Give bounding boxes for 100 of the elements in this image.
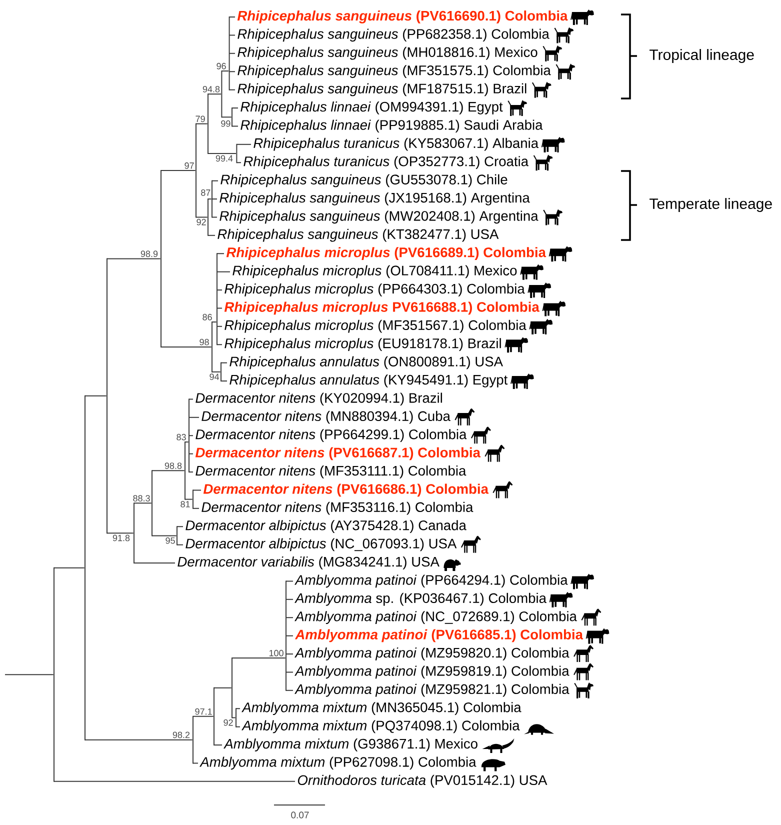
branch-line bbox=[134, 562, 176, 564]
branch-line bbox=[192, 716, 214, 717]
taxon-label: Rhipicephalus microplus (MF351567.1) Colombia bbox=[224, 320, 526, 333]
branch-line bbox=[212, 216, 218, 218]
branch-line bbox=[286, 635, 294, 636]
taxon-label: Rhipicephalus microplus (PP664303.1) Colombia bbox=[224, 284, 525, 296]
taxon-label: Dermacentor albipictus (NC_067093.1) USA bbox=[186, 538, 457, 552]
branch-line bbox=[152, 535, 177, 536]
branch-line bbox=[106, 532, 134, 534]
branch-line bbox=[192, 508, 200, 509]
taxon-label: Amblyomma mixtum (PQ374098.1) Colombia bbox=[242, 720, 520, 734]
branch-line bbox=[212, 371, 221, 372]
branch-line bbox=[214, 744, 222, 746]
taxon-label: Rhipicephalus annulatus (KY945491.1) Egypt bbox=[230, 374, 508, 388]
branch-line bbox=[221, 70, 230, 72]
support-value: 95 bbox=[166, 537, 175, 544]
branch-line bbox=[84, 739, 193, 740]
branch-line bbox=[196, 123, 208, 124]
branch-line bbox=[286, 672, 294, 673]
taxon-label: Dermacentor nitens (MF353111.1) Colombia bbox=[196, 466, 466, 478]
support-value: 98.8 bbox=[164, 462, 182, 469]
support-value: 97.1 bbox=[195, 708, 212, 715]
taxon-label: Rhipicephalus microplus (EU918178.1) Brazil bbox=[224, 338, 501, 351]
taxon-label: Rhipicephalus sanguineus (MF351575.1) Colombia bbox=[238, 65, 551, 78]
taxon-label: Rhipicephalus turanicus (KY583067.1) Albania bbox=[254, 138, 539, 151]
support-value: 87 bbox=[201, 189, 210, 196]
branch-line bbox=[286, 690, 294, 691]
taxon-label: Rhipicephalus sanguineus (PP682358.1) Colombia bbox=[238, 28, 550, 42]
branch-line bbox=[208, 234, 216, 236]
taxon-label: Rhipicephalus sanguineus (MH018816.1) Mexico bbox=[238, 46, 538, 60]
branch-line bbox=[188, 416, 200, 418]
branch-line bbox=[236, 162, 242, 164]
support-value: 92 bbox=[196, 218, 206, 226]
taxon-label: Rhipicephalus sanguineus (MW202408.1) Argentina bbox=[220, 210, 538, 224]
lineage-label: Tropical lineage bbox=[650, 49, 754, 63]
taxon-label: Rhipicephalus sanguineus (PV616690.1) Colombia bbox=[237, 10, 568, 24]
support-value: 86 bbox=[202, 314, 212, 320]
taxon-label: Dermacentor variabilis (MG834241.1) USA bbox=[178, 556, 440, 570]
branch-line bbox=[216, 344, 222, 346]
taxon-label: Dermacentor nitens (PP664299.1) Colombia bbox=[196, 429, 467, 442]
taxon-label: Amblyomma mixtum (G938671.1) Mexico bbox=[224, 738, 478, 752]
support-value: 98.9 bbox=[140, 250, 158, 258]
taxon-label: Amblyomma patinoi (PV616685.1) Colombia bbox=[294, 629, 584, 642]
taxon-label: Dermacentor nitens (PV616687.1) Colombia bbox=[195, 447, 481, 460]
taxon-label: Rhipicephalus turanicus (OP352773.1) Croatia bbox=[244, 156, 529, 169]
taxon-label: Amblyomma patinoi (PP664294.1) Colombia bbox=[294, 574, 568, 588]
taxon-label: Amblyomma patinoi (MZ959820.1) Colombia bbox=[294, 648, 570, 660]
taxon-label: Amblyomma patinoi (MZ959819.1) Colombia bbox=[294, 666, 570, 679]
taxon-label: Amblyomma mixtum (MN365045.1) Colombia bbox=[242, 702, 522, 715]
branch-line bbox=[228, 34, 236, 36]
branch-line bbox=[221, 116, 232, 118]
branch-line bbox=[220, 362, 228, 364]
support-value: 91.8 bbox=[112, 534, 130, 542]
taxon-label: Dermacentor nitens (MN880394.1) Cuba bbox=[202, 410, 450, 424]
branch-line bbox=[106, 258, 161, 260]
taxon-label: Rhipicephalus linnaei (PP919885.1) Saudi Arabia bbox=[240, 120, 543, 133]
support-value: 83 bbox=[176, 434, 186, 440]
branch-line bbox=[228, 16, 236, 18]
taxon-label: Rhipicephalus annulatus (ON800891.1) USA bbox=[230, 356, 503, 370]
branch-line bbox=[216, 308, 222, 309]
branch-line bbox=[286, 580, 294, 582]
taxon-label: Ornithodoros turicata (PV015142.1) USA bbox=[298, 774, 548, 788]
branch-line bbox=[212, 180, 218, 182]
taxon-label: Rhipicephalus microplus (OL708411.1) Mexico bbox=[232, 265, 517, 278]
branch-line bbox=[236, 144, 252, 145]
taxon-label: Rhipicephalus linnaei (OM994391.1) Egypt bbox=[240, 102, 503, 114]
support-value: 94 bbox=[210, 374, 220, 380]
branch-line bbox=[232, 126, 238, 127]
branch-line bbox=[228, 89, 236, 90]
branch-line bbox=[216, 326, 222, 327]
branch-line bbox=[192, 490, 202, 491]
branch-line bbox=[236, 726, 240, 728]
taxon-label: Amblyomma sp. (KP036467.1) Colombia bbox=[294, 592, 546, 606]
branch-line bbox=[84, 395, 107, 396]
branch-line bbox=[54, 780, 296, 782]
taxon-label: Rhipicephalus sanguineus (GU553078.1) Chile bbox=[220, 174, 508, 188]
support-value: 98 bbox=[200, 338, 209, 346]
support-value: 79 bbox=[196, 116, 205, 122]
branch-line bbox=[228, 52, 236, 54]
support-value: 99.4 bbox=[216, 155, 233, 162]
branch-line bbox=[216, 271, 230, 272]
branch-line bbox=[216, 253, 224, 254]
taxon-label: Dermacentor nitens (MF353116.1) Colombia bbox=[202, 502, 474, 515]
support-value: 88.3 bbox=[133, 495, 150, 502]
support-value: 97 bbox=[184, 162, 194, 169]
taxon-label: Rhipicephalus sanguineus (JX195168.1) Argentina bbox=[220, 192, 530, 206]
branch-line bbox=[208, 94, 222, 95]
taxon-label: Amblyomma patinoi (MZ959821.1) Colombia bbox=[294, 684, 570, 697]
taxon-label: Rhipicephalus microplus PV616688.1) Colombia bbox=[224, 302, 540, 315]
lineage-label: Temperate lineage bbox=[650, 198, 772, 212]
branch-line bbox=[188, 453, 194, 454]
taxon-label: Amblyomma mixtum (PP627098.1) Colombia bbox=[200, 756, 476, 770]
branch-line bbox=[232, 717, 236, 718]
branch-line bbox=[176, 544, 184, 546]
taxon-label: Dermacentor nitens (KY020994.1) Brazil bbox=[196, 392, 442, 406]
support-value: 98.2 bbox=[172, 732, 190, 738]
branch-line bbox=[196, 216, 208, 218]
branch-line bbox=[192, 762, 198, 764]
taxon-label: Amblyomma patinoi (NC_072689.1) Colombia bbox=[294, 611, 577, 624]
branch-line bbox=[208, 198, 212, 200]
